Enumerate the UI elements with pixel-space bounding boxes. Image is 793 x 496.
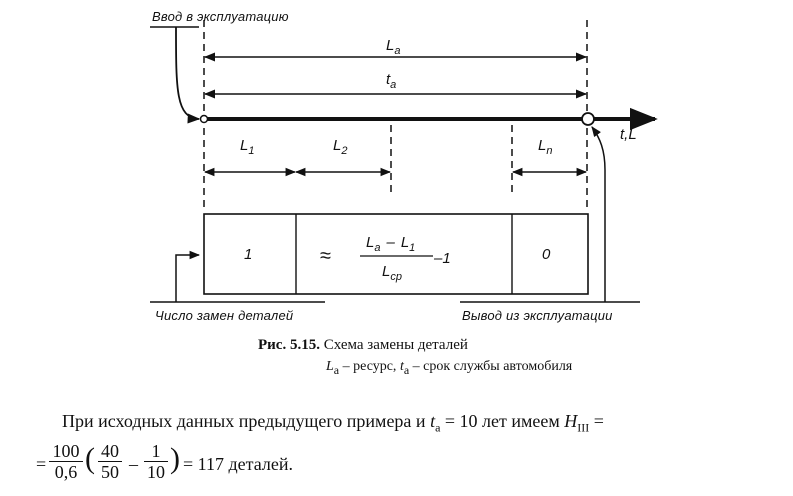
formula-left-paren: ( xyxy=(85,442,95,475)
box-formula-denominator: Lср xyxy=(382,263,402,283)
l1-label: L1 xyxy=(240,137,254,157)
legend-ta-sub: a xyxy=(403,362,410,377)
paragraph-t-sub: a xyxy=(435,420,441,435)
replacement-count-box xyxy=(203,213,589,295)
formula-minus: – xyxy=(129,454,138,474)
fraction-3-numerator: 1 xyxy=(144,441,168,462)
box-cell-first: 1 xyxy=(244,246,252,263)
axis-start-point xyxy=(199,114,209,124)
figure-caption-legend: La – ресурс, ta – срок службы автомобиля xyxy=(326,359,572,378)
axis-end-point xyxy=(581,112,595,126)
formula-equals: = xyxy=(36,454,47,474)
formula-right-paren: ) xyxy=(170,442,180,475)
decommissioning-label: Вывод из эксплуатации xyxy=(462,308,613,323)
paragraph-text-mid: = 10 лет имеем xyxy=(440,411,565,431)
ta-label: tа xyxy=(386,71,396,91)
replacement-count-label: Число замен деталей xyxy=(155,308,293,323)
box-cell-last: 0 xyxy=(542,246,551,263)
decommissioning-arrow xyxy=(591,126,606,302)
la-label: Lа xyxy=(386,37,400,57)
legend-text-1: – ресурс, xyxy=(339,359,400,374)
commissioning-label: Ввод в эксплуатацию xyxy=(152,9,289,24)
box-formula-tail: –1 xyxy=(433,250,451,267)
legend-ta-symbol: t xyxy=(399,359,404,374)
paragraph-text-end: = xyxy=(589,411,604,431)
paragraph-text-before: При исходных данных предыдущего примера … xyxy=(62,411,431,431)
paragraph-t-symbol: t xyxy=(430,411,436,431)
formula-result: = 117 деталей. xyxy=(183,454,293,474)
replacement-count-arrow xyxy=(175,250,201,302)
legend-text-2: – срок службы автомобиля xyxy=(409,359,573,374)
figure-number: Рис. 5.15. xyxy=(258,337,320,353)
fraction-2-denominator: 50 xyxy=(101,462,119,482)
box-formula-numerator: La–L1 xyxy=(366,234,415,254)
fraction-1-denominator: 0,6 xyxy=(54,462,78,482)
commissioning-arrow xyxy=(175,26,201,124)
fraction-3-denominator: 10 xyxy=(147,462,165,482)
paragraph-h-symbol: H xyxy=(564,411,578,431)
axis-label: t,L xyxy=(620,126,637,143)
paragraph-h-sub: III xyxy=(577,420,590,435)
legend-la-symbol: L xyxy=(326,359,334,374)
l2-label: L2 xyxy=(333,137,347,157)
replacement-scheme-diagram: Ввод в эксплуатацию Lа tа t,L L1 L2 Ln 1… xyxy=(150,9,658,323)
body-paragraph: При исходных данных предыдущего примера … xyxy=(62,411,604,436)
figure-title: Схема замены деталей xyxy=(319,337,468,353)
fraction-1-numerator: 100 xyxy=(49,441,83,462)
fraction-2-numerator: 40 xyxy=(98,441,122,462)
legend-la-sub: a xyxy=(333,362,340,377)
figure-caption-title: Рис. 5.15. Схема замены деталей xyxy=(258,337,468,354)
approx-sign: ≈ xyxy=(320,245,331,267)
ln-label: Ln xyxy=(538,137,552,157)
